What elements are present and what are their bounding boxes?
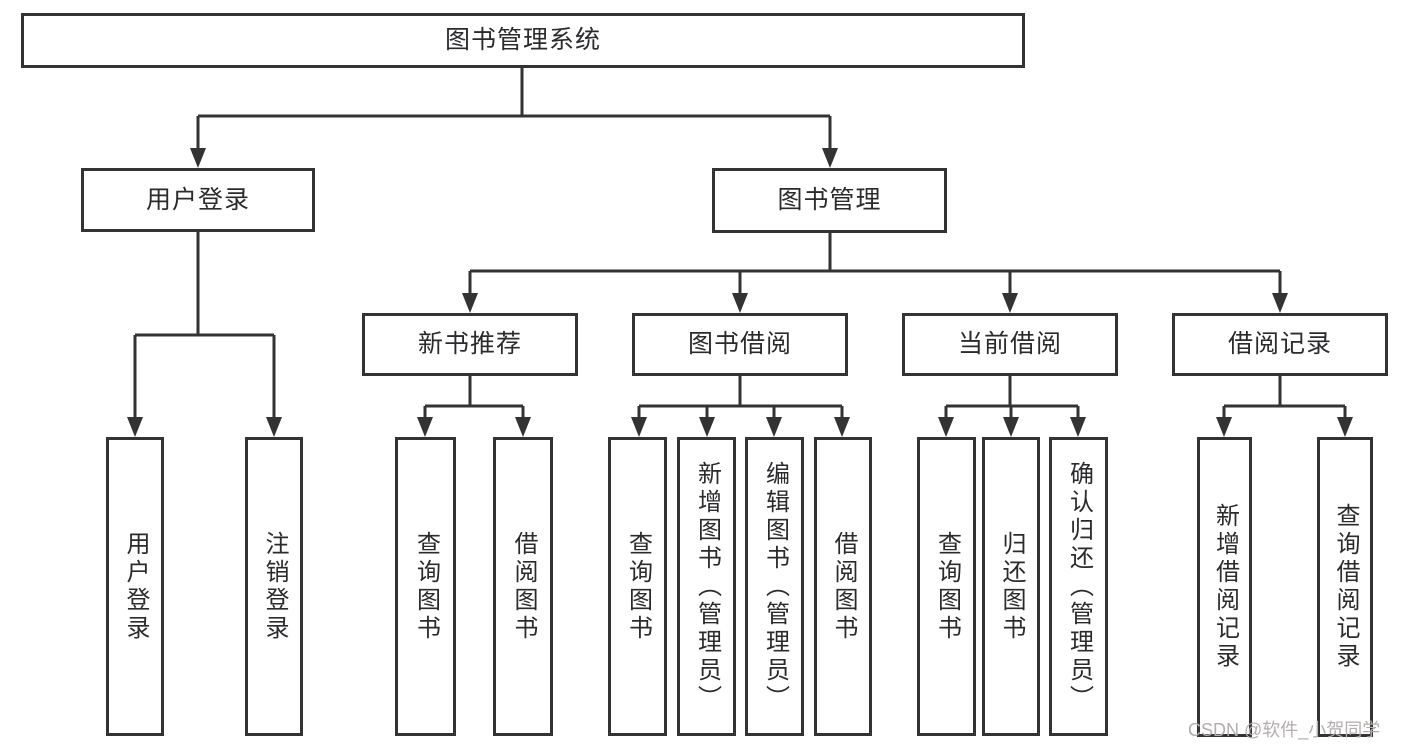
arrowhead-icon <box>1216 417 1232 437</box>
leaf-query-book-2: 查询图书 <box>608 437 667 736</box>
arrowhead-icon <box>266 417 282 437</box>
leaf-add-book-label: 新增图书（管理员） <box>693 460 721 713</box>
arrowhead-icon <box>515 417 531 437</box>
connector-borrow-records-children <box>1222 376 1347 423</box>
node-new-book-rec: 新书推荐 <box>362 313 578 376</box>
arrowhead-icon <box>417 417 433 437</box>
arrowhead-icon <box>938 417 954 437</box>
arrowhead-icon <box>1003 417 1019 437</box>
node-root: 图书管理系统 <box>21 13 1025 68</box>
node-book-mgmt: 图书管理 <box>712 168 947 233</box>
watermark: CSDN @软件_小贺同学 <box>1188 720 1381 740</box>
node-borrow-records-label: 借阅记录 <box>1227 330 1332 358</box>
connector-user-login-children <box>133 232 276 423</box>
node-book-mgmt-label: 图书管理 <box>777 186 882 214</box>
leaf-user-login-label: 用户登录 <box>122 530 149 643</box>
arrowhead-icon <box>822 148 838 168</box>
connector-root-to-level2 <box>196 68 832 152</box>
arrowhead-icon <box>190 148 206 168</box>
arrowhead-icon <box>1272 293 1288 313</box>
arrowhead-icon <box>732 293 748 313</box>
leaf-query-book-1: 查询图书 <box>395 437 456 736</box>
arrowhead-icon <box>631 417 647 437</box>
arrowhead-icon <box>127 417 143 437</box>
leaf-query-book-3-label: 查询图书 <box>933 530 961 643</box>
node-current-borrow-label: 当前借阅 <box>957 330 1062 358</box>
arrowhead-icon <box>462 293 478 313</box>
leaf-edit-book-label: 编辑图书（管理员） <box>761 460 789 713</box>
connector-new-book-rec-children <box>423 376 525 423</box>
leaf-borrow-book-2: 借阅图书 <box>814 437 872 736</box>
connector-book-mgmt-children <box>468 233 1282 299</box>
arrowhead-icon <box>766 417 782 437</box>
node-user-login-label: 用户登录 <box>145 185 250 214</box>
leaf-logout: 注销登录 <box>245 437 303 736</box>
node-book-borrow-label: 图书借阅 <box>687 330 792 358</box>
leaf-return-book-label: 归还图书 <box>998 530 1025 643</box>
leaf-logout-label: 注销登录 <box>261 530 288 643</box>
leaf-query-borrow-record: 查询借阅记录 <box>1317 437 1373 737</box>
node-borrow-records: 借阅记录 <box>1172 313 1388 376</box>
leaf-borrow-book-1-label: 借阅图书 <box>510 530 537 643</box>
node-new-book-rec-label: 新书推荐 <box>417 330 522 358</box>
leaf-user-login: 用户登录 <box>106 437 164 736</box>
node-current-borrow: 当前借阅 <box>902 313 1118 376</box>
leaf-query-book-2-label: 查询图书 <box>624 530 652 643</box>
node-user-login: 用户登录 <box>81 168 315 232</box>
leaf-query-borrow-record-label: 查询借阅记录 <box>1332 503 1359 671</box>
leaf-query-book-1-label: 查询图书 <box>412 530 440 643</box>
node-book-borrow: 图书借阅 <box>632 313 848 376</box>
arrowhead-icon <box>1337 417 1353 437</box>
leaf-query-book-3: 查询图书 <box>917 437 976 736</box>
arrowhead-icon <box>834 417 850 437</box>
arrowhead-icon <box>1002 293 1018 313</box>
leaf-edit-book: 编辑图书（管理员） <box>745 437 804 736</box>
leaf-add-borrow-record: 新增借阅记录 <box>1197 437 1252 737</box>
connector-book-borrow-children <box>637 376 844 423</box>
leaf-borrow-book-1: 借阅图书 <box>493 437 553 736</box>
leaf-confirm-return-label: 确认归还（管理员） <box>1065 460 1093 713</box>
connector-current-borrow-children <box>944 376 1080 423</box>
leaf-add-borrow-record-label: 新增借阅记录 <box>1211 503 1239 671</box>
leaf-add-book: 新增图书（管理员） <box>677 437 736 736</box>
leaf-confirm-return: 确认归还（管理员） <box>1049 437 1108 736</box>
node-root-label: 图书管理系统 <box>444 26 601 54</box>
arrowhead-icon <box>699 417 715 437</box>
arrowhead-icon <box>1070 417 1086 437</box>
leaf-return-book: 归还图书 <box>982 437 1040 736</box>
leaf-borrow-book-2-label: 借阅图书 <box>830 530 857 643</box>
